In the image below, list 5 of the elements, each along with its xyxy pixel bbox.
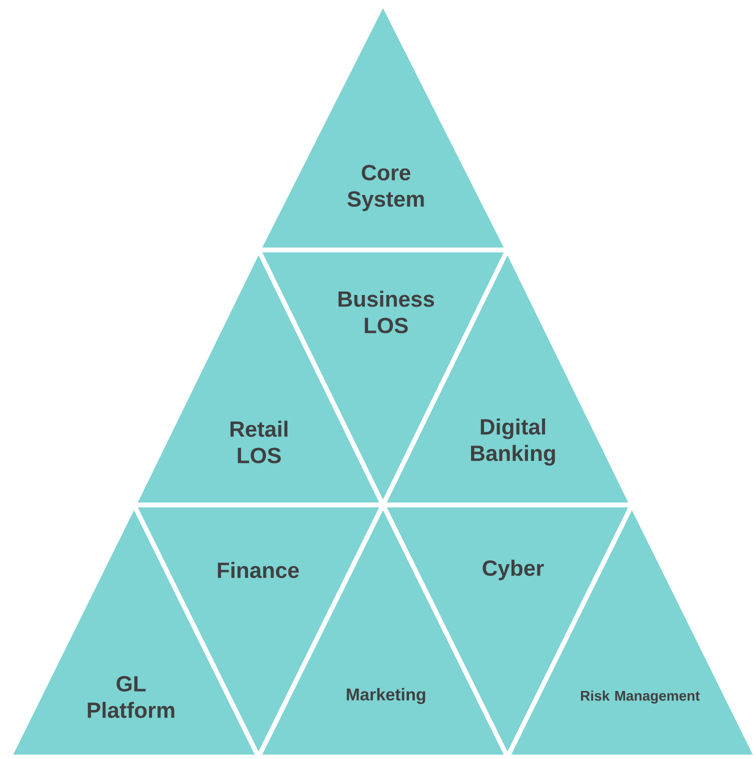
node-label: Marketing	[346, 688, 426, 704]
node-label: Risk Management	[581, 690, 700, 704]
node-label: Cyber	[482, 560, 544, 580]
node-label: GL Platform	[88, 676, 174, 718]
node-label: Finance	[218, 562, 299, 578]
